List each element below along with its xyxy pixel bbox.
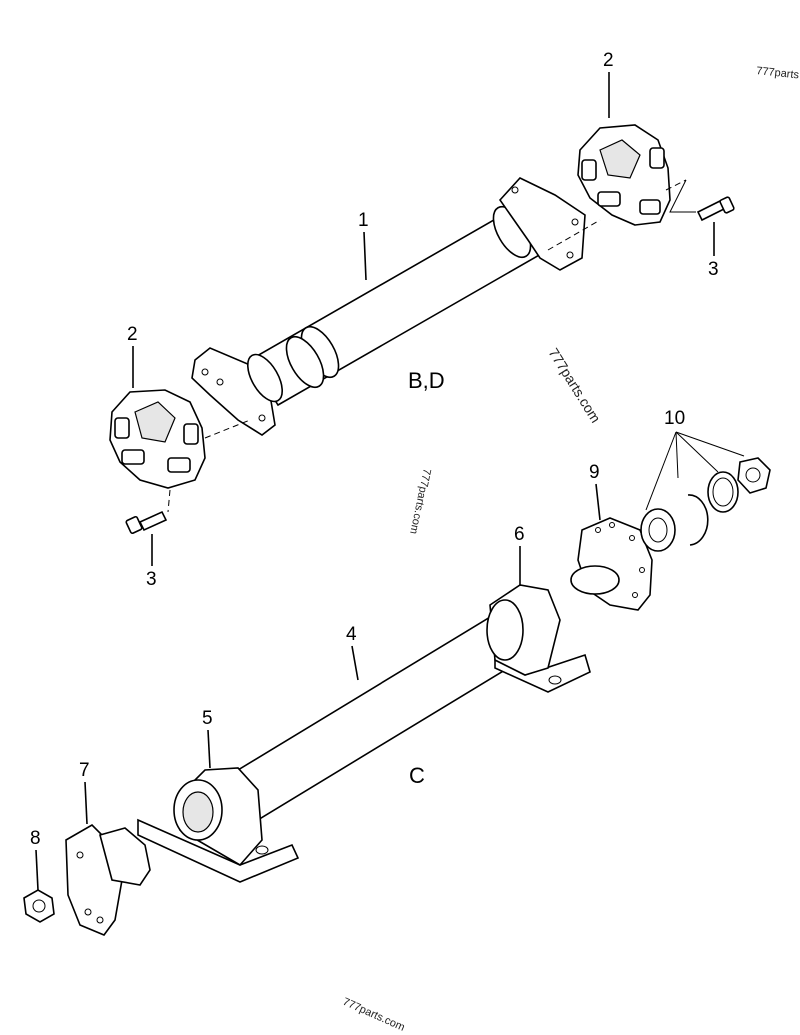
bearing-block-part-5 [137, 767, 300, 883]
callout-6: 6 [514, 524, 525, 545]
drive-shaft-part-1 [191, 177, 586, 436]
leader-lines [35, 72, 745, 891]
group-label-c: C [409, 763, 425, 788]
yoke-part-7 [65, 824, 151, 936]
watermark-top-right: 777parts [756, 65, 800, 81]
callout-10: 10 [664, 408, 685, 429]
callout-numbers: 1 2 2 3 3 4 5 6 7 8 9 10 [30, 50, 719, 849]
watermark-center-rotated: 777parts.com [545, 345, 604, 425]
callout-2-right: 2 [603, 50, 614, 71]
callout-5: 5 [202, 708, 213, 729]
flange-hub-part-9 [570, 517, 653, 611]
bolt-part-3-left [125, 510, 168, 535]
callout-1: 1 [358, 210, 369, 231]
bolt-part-3-right [696, 196, 735, 222]
watermark-center-left: 777parts.com [407, 467, 433, 535]
bearing-block-part-6 [486, 584, 591, 693]
spider-coupling-part-2-left [109, 389, 206, 489]
group-label-bd: B,D [408, 368, 445, 393]
callout-3-left: 3 [146, 569, 157, 590]
callout-8: 8 [30, 828, 41, 849]
lower-shaft-assembly [23, 457, 771, 936]
callout-9: 9 [589, 462, 600, 483]
ring-set-part-10 [640, 457, 771, 552]
callout-2-left: 2 [127, 324, 138, 345]
callout-4: 4 [346, 624, 357, 645]
spider-coupling-part-2-right [577, 124, 671, 226]
callout-7: 7 [79, 760, 90, 781]
upper-drive-shaft-assembly [109, 124, 735, 535]
watermark-bottom: 777parts.com [341, 996, 407, 1034]
callout-3-right: 3 [708, 259, 719, 280]
nut-part-8 [23, 889, 55, 923]
